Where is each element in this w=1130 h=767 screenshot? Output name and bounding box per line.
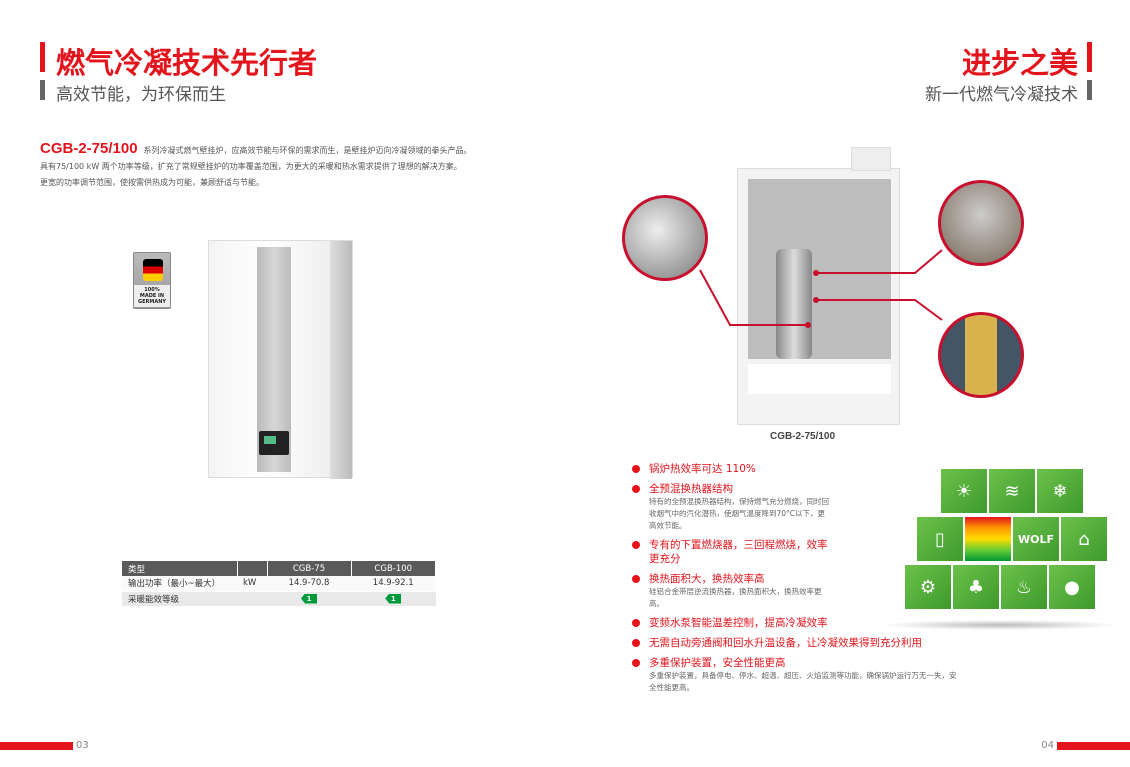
boiler-product-image [208, 240, 353, 479]
flame-icon: ♨ [1000, 564, 1048, 610]
spec-table: 类型 CGB-75 CGB-100 输出功率（最小~最大） kW 14.9-70… [122, 561, 436, 607]
flue-pipe [851, 147, 891, 171]
bullet-icon [632, 659, 640, 667]
subtitle-accent-bar [1087, 80, 1092, 100]
callout-line-top [816, 249, 943, 274]
bullet-icon [632, 465, 640, 473]
heat-waves-icon: ≋ [988, 468, 1036, 514]
energy-class-icon: 1 [301, 593, 317, 604]
sun-icon: ☀ [940, 468, 988, 514]
detail-circle-insulation [938, 312, 1024, 398]
footer-bar-left [0, 742, 73, 750]
boiler-control-panel [259, 431, 289, 455]
right-subtitle: 新一代燃气冷凝技术 [925, 85, 1078, 105]
callout-line-bottom [816, 299, 943, 321]
spec-header-cgb75: CGB-75 [267, 561, 352, 576]
badge-text: 100% MADE IN GERMANY [134, 285, 170, 307]
left-subtitle: 高效节能，为环保而生 [56, 85, 226, 105]
green-cube-cluster: ☀ ≋ ❄ ▯ WOLF ⌂ ⚙ ♣ ♨ ● [880, 460, 1120, 630]
bullet-icon [632, 485, 640, 493]
spec-header-cgb100: CGB-100 [351, 561, 436, 576]
spec-header-row: 类型 CGB-75 CGB-100 [122, 561, 436, 576]
header-accent-bar [1087, 42, 1092, 72]
water-drop-icon: ● [1048, 564, 1096, 610]
bullet-icon [632, 639, 640, 647]
detail-circle-burner [622, 195, 708, 281]
intro-paragraph: CGB-2-75/100 系列冷凝式燃气壁挂炉，应高效节能与环保的需求而生，是壁挂… [40, 141, 510, 191]
tree-icon: ♣ [952, 564, 1000, 610]
boiler-side-panel [330, 241, 352, 479]
phone-icon: ▯ [916, 516, 964, 562]
header-accent-bar [40, 42, 45, 72]
heat-exchanger [776, 249, 812, 359]
boiler-bottom [748, 364, 891, 394]
page-number-right: 04 [1041, 740, 1054, 751]
boiler-cutaway-image [737, 147, 900, 425]
right-header: 进步之美 新一代燃气冷凝技术 [792, 40, 1092, 105]
gear-icon: ⚙ [904, 564, 952, 610]
footer-bar-right [1057, 742, 1130, 750]
list-item: 多重保护装置，安全性能更高多重保护装置，具备停电、停水、超温、超压、火焰监测等功… [632, 656, 962, 694]
bullet-icon [632, 541, 640, 549]
detail-circle-exchanger [938, 180, 1024, 266]
feature-list: 锅炉热效率可达 110% 全预混换热器结构特有的全预混换热器结构，保持燃气充分燃… [632, 462, 962, 700]
list-item: 换热面积大，换热效率高硅铝合金带层逆流换热器，换热面积大，换热效率更高。 [632, 572, 962, 610]
subtitle-accent-bar [40, 80, 45, 100]
list-item: 无需自动旁通阀和回水升温设备，让冷凝效果得到充分利用 [632, 636, 962, 650]
brand-logo-cube: WOLF [1012, 516, 1060, 562]
model-name: CGB-2-75/100 [40, 140, 138, 157]
made-in-germany-badge: 100% MADE IN GERMANY [133, 252, 171, 309]
intro-line-3: 更宽的功率调节范围，使按需供热成为可能，兼顾舒适与节能。 [40, 178, 264, 187]
energy-class-icon: 1 [385, 593, 402, 604]
spec-header-type: 类型 [122, 561, 238, 576]
snowflake-icon: ❄ [1036, 468, 1084, 514]
list-item: 专有的下置燃烧器，三回程燃烧，效率更充分 [632, 538, 962, 566]
table-row: 采暖能效等级 1 1 [122, 591, 436, 607]
cutaway-caption: CGB-2-75/100 [770, 431, 836, 442]
table-row: 输出功率（最小~最大） kW 14.9-70.8 14.9-92.1 [122, 576, 436, 592]
list-item: 锅炉热效率可达 110% [632, 462, 962, 476]
house-icon: ⌂ [1060, 516, 1108, 562]
bullet-icon [632, 575, 640, 583]
callout-line-burner [699, 269, 808, 326]
boiler-interior [748, 179, 891, 359]
page-number-left: 03 [76, 740, 89, 751]
germany-flag-icon [143, 259, 163, 281]
energy-rating-icon [964, 516, 1012, 562]
intro-line-2: 具有75/100 kW 两个功率等级，扩充了常规壁挂炉的功率覆盖范围，为更大的采… [40, 162, 462, 171]
list-item: 全预混换热器结构特有的全预混换热器结构，保持燃气充分燃烧，同时回收烟气中的汽化潜… [632, 482, 962, 532]
intro-line-1: 系列冷凝式燃气壁挂炉，应高效节能与环保的需求而生，是壁挂炉迈向冷凝领域的拳头产品… [143, 146, 472, 155]
left-title: 燃气冷凝技术先行者 [56, 46, 318, 80]
bullet-icon [632, 619, 640, 627]
list-item: 变频水泵智能温差控制，提高冷凝效率 [632, 616, 962, 630]
right-title: 进步之美 [961, 46, 1078, 80]
